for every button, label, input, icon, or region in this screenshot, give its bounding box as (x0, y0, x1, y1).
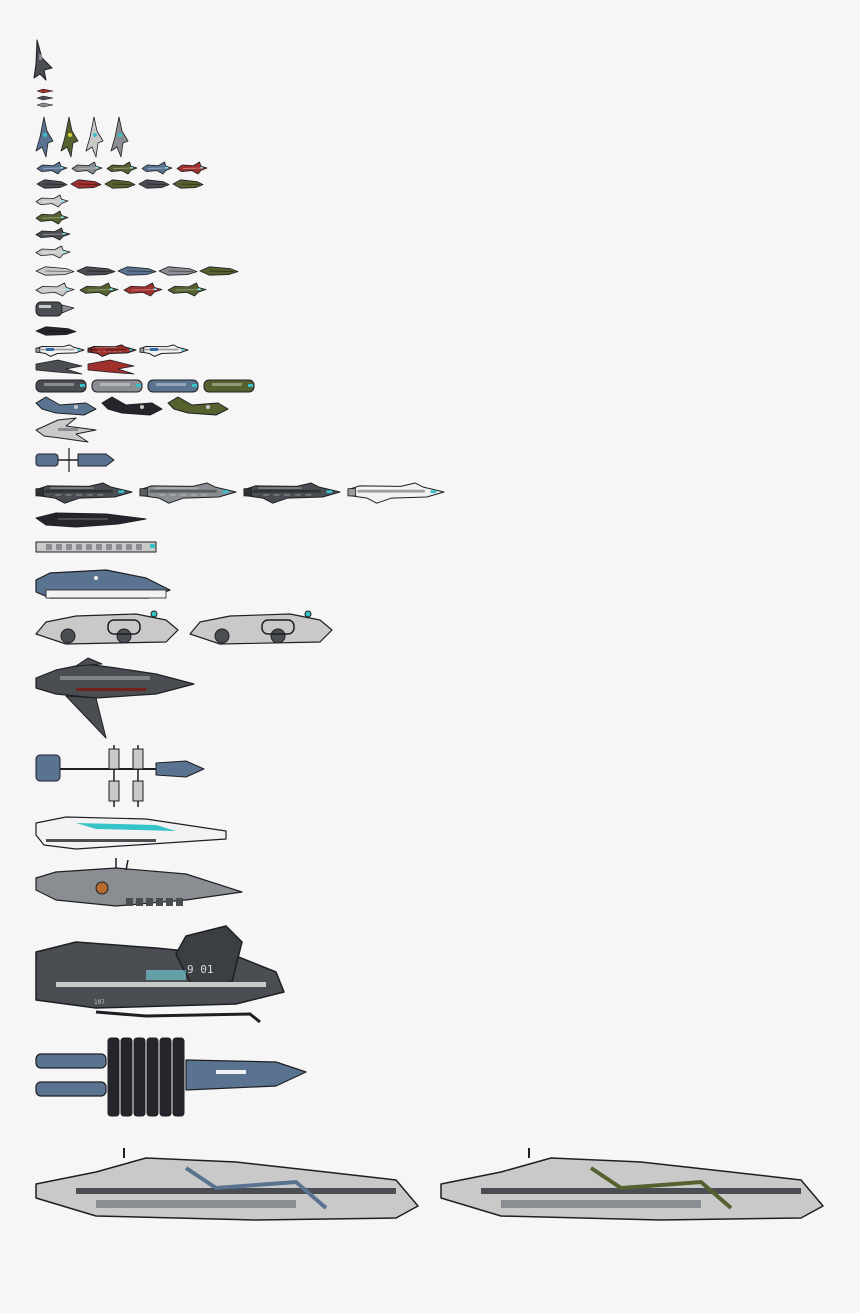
strike-fighters-4 (199, 266, 239, 276)
scout-pale (35, 245, 71, 259)
scout-olive (35, 210, 69, 225)
frigates-2 (243, 482, 341, 504)
scout-white (35, 194, 69, 208)
micro-drones-0 (36, 88, 54, 94)
pod-ship (35, 301, 75, 317)
whale-ships-2 (167, 396, 229, 416)
gunships-0 (35, 344, 85, 357)
blue-hauler (35, 569, 171, 599)
small-fighters-a-2 (106, 161, 138, 175)
small-fighters-b-3 (138, 179, 170, 189)
claw-ships-1 (87, 359, 135, 375)
frigates-1 (139, 482, 237, 504)
dreadnought (35, 925, 285, 1024)
raiders-2 (123, 282, 163, 297)
winged-destroyer (35, 657, 195, 739)
strike-fighters-3 (158, 266, 198, 276)
small-fighters-a-3 (141, 161, 173, 175)
strike-fighters-0 (35, 266, 75, 276)
corvettes-1 (91, 379, 143, 393)
corvettes-3 (203, 379, 255, 393)
small-fighters-b-0 (36, 179, 68, 189)
small-fighters-b-2 (104, 179, 136, 189)
white-cruiser (35, 816, 227, 850)
ring-ship (35, 1037, 307, 1117)
micro-drones-1 (36, 95, 54, 101)
small-fighters-a-0 (36, 161, 68, 175)
whale-ships-1 (101, 396, 163, 416)
dreadnought-hull-code: 107 (94, 999, 105, 1006)
stealth-cruiser (35, 512, 147, 528)
frigates-0 (35, 482, 133, 504)
battleships-0 (35, 1148, 419, 1221)
claw-ships-0 (35, 359, 83, 375)
talon (35, 417, 97, 443)
scout-gray (35, 227, 71, 241)
corvettes-0 (35, 379, 87, 393)
gunships-1 (87, 344, 137, 357)
dart (35, 326, 77, 336)
raiders-1 (79, 282, 119, 297)
small-fighters-a-4 (176, 161, 208, 175)
strike-fighters-1 (76, 266, 116, 276)
upright-fighters-1 (60, 116, 79, 158)
upright-fighters-3 (110, 116, 129, 158)
raiders-3 (167, 282, 207, 297)
gunships-2 (139, 344, 189, 357)
battleships-1 (440, 1148, 824, 1221)
solar-ship (35, 745, 205, 807)
corvettes-2 (147, 379, 199, 393)
wheeled-transports-0 (35, 610, 179, 645)
raiders-0 (35, 282, 75, 297)
mast-ship (35, 448, 115, 472)
small-fighters-b-4 (172, 179, 204, 189)
antenna-cruiser (35, 858, 243, 907)
micro-drones-2 (36, 102, 54, 108)
lance (35, 541, 157, 553)
whale-ships-0 (35, 396, 97, 416)
small-fighters-a-1 (71, 161, 103, 175)
wheeled-transports-1 (189, 610, 333, 645)
small-fighters-b-1 (70, 179, 102, 189)
dreadnought-hangar-code: 9 01 (187, 963, 214, 976)
strike-fighters-2 (117, 266, 157, 276)
upright-fighters-0 (35, 116, 54, 158)
interceptor-vertical (33, 39, 53, 81)
upright-fighters-2 (85, 116, 104, 158)
frigates-3 (347, 482, 445, 504)
